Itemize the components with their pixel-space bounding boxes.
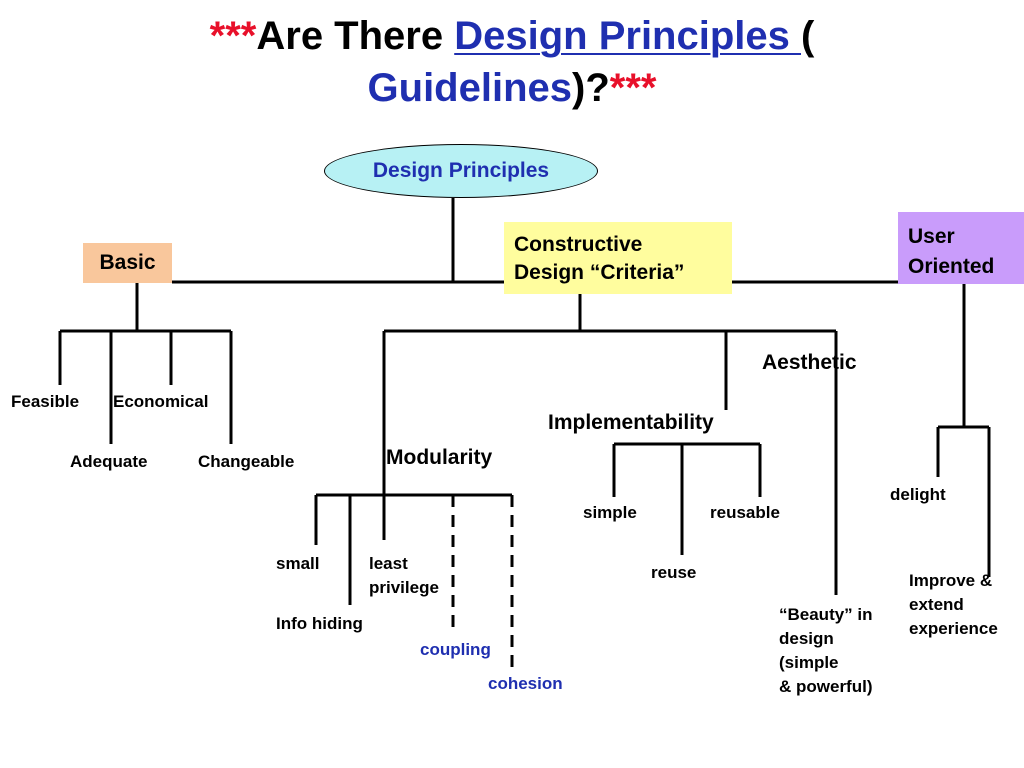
title-text-1: Are There [256, 14, 455, 58]
title-text-3: )? [572, 66, 610, 110]
leaf-changeable: Changeable [198, 452, 295, 471]
title-link-guidelines[interactable]: Guidelines [367, 66, 573, 110]
constructive-line2: Design “Criteria” [514, 261, 685, 284]
leaf-simple: simple [583, 503, 637, 522]
leaf-reusable: reusable [710, 503, 780, 522]
node-aesthetic: Aesthetic [762, 351, 857, 374]
leaf-least-privilege: least privilege [369, 552, 439, 600]
leaf-cohesion: cohesion [488, 674, 563, 693]
beauty-line3: (simple [779, 653, 839, 672]
leaf-adequate: Adequate [70, 452, 148, 471]
leaf-economical: Economical [113, 392, 209, 411]
slide-title-line2: Guidelines)?*** [0, 62, 1024, 114]
title-stars-left: *** [209, 14, 257, 58]
improve-line2: extend [909, 595, 964, 614]
user-line1: User [908, 225, 955, 248]
user-line2: Oriented [908, 255, 995, 278]
node-modularity: Modularity [386, 446, 493, 469]
title-link-design-principles[interactable]: Design Principles [454, 14, 801, 58]
improve-line3: experience [909, 619, 998, 638]
constructive-line1: Constructive [514, 233, 643, 256]
least-line1: least [369, 554, 408, 573]
title-text-2: ( [801, 14, 815, 58]
leaf-beauty-in-design: “Beauty” in design (simple & powerful) [779, 603, 873, 699]
leaf-feasible: Feasible [11, 392, 80, 411]
leaf-improve-extend-experience: Improve & extend experience [909, 569, 998, 641]
root-node-design-principles: Design Principles [324, 144, 598, 198]
improve-line1: Improve & [909, 571, 993, 590]
beauty-line2: design [779, 629, 834, 648]
leaf-small: small [276, 554, 320, 573]
beauty-line4: & powerful) [779, 677, 873, 696]
title-stars-right: *** [609, 66, 657, 110]
leaf-info-hiding: Info hiding [276, 614, 363, 633]
beauty-line1: “Beauty” in [779, 605, 873, 624]
node-implementability: Implementability [548, 411, 714, 434]
slide-title-line1: ***Are There Design Principles ( [0, 10, 1024, 62]
leaf-reuse: reuse [651, 563, 697, 582]
leaf-coupling: coupling [420, 640, 491, 659]
leaf-delight: delight [890, 485, 946, 504]
least-line2: privilege [369, 578, 439, 597]
branch-basic: Basic [83, 243, 172, 283]
